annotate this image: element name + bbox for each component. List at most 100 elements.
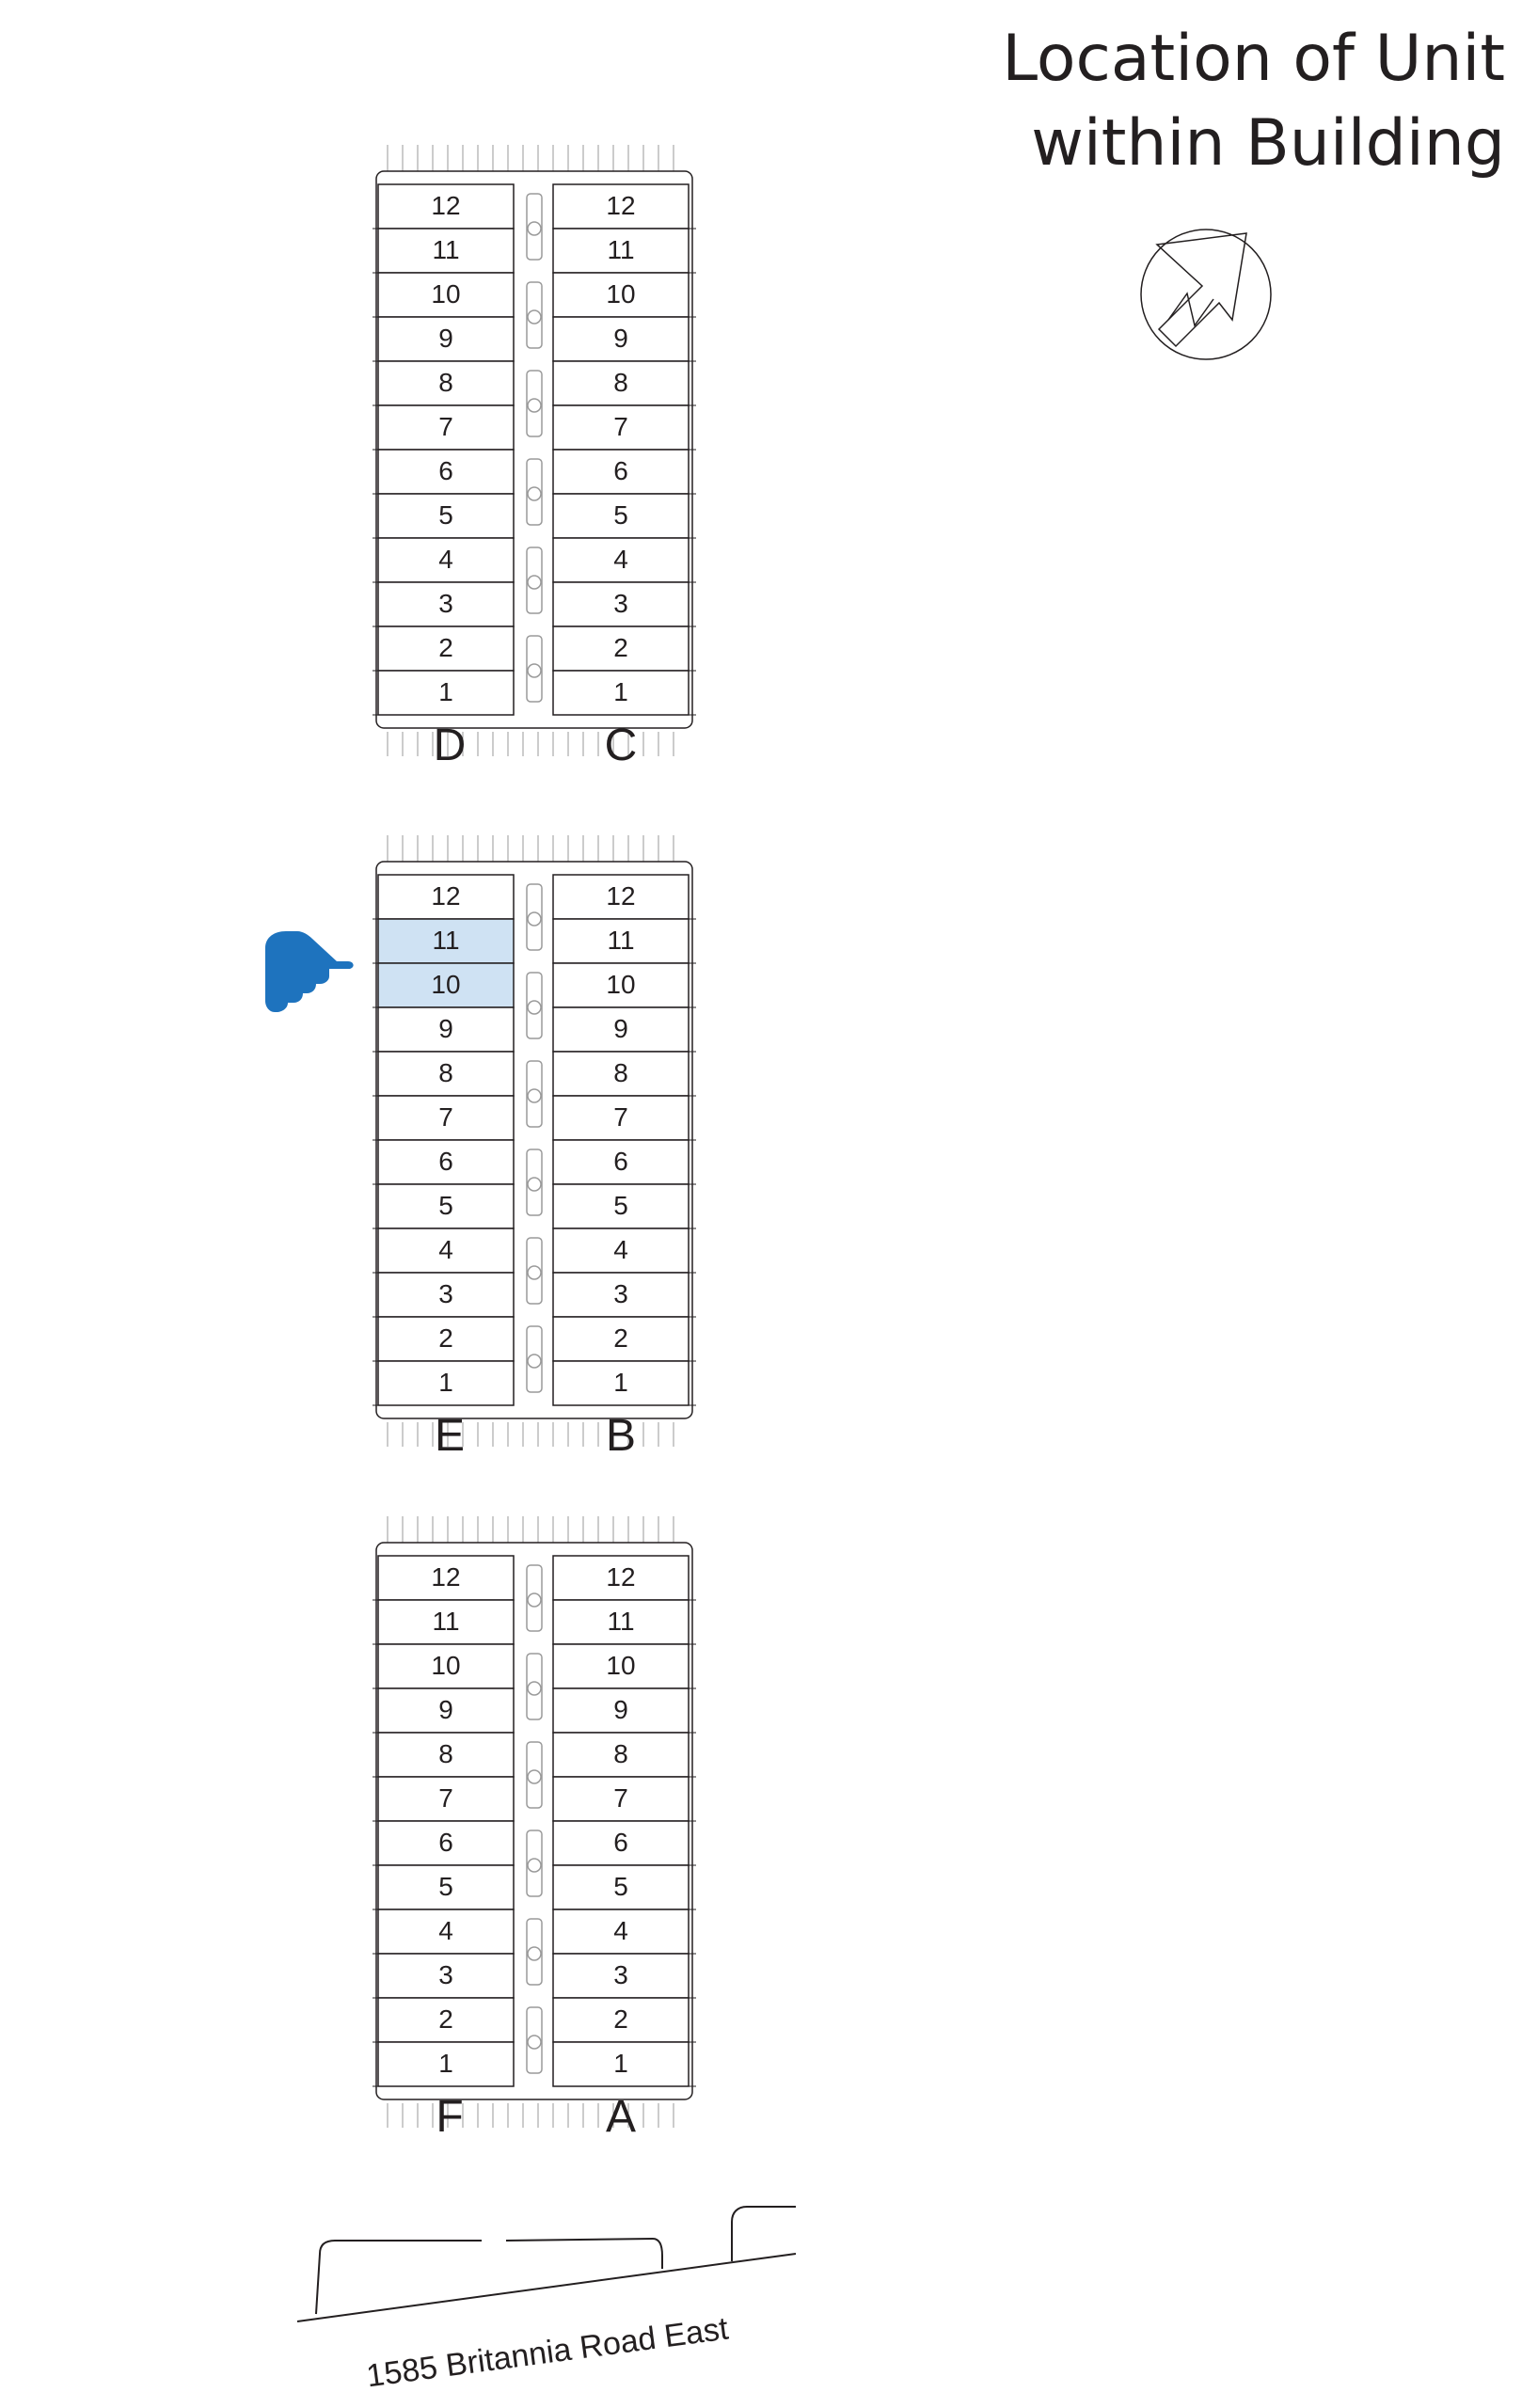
unit-B-7[interactable] xyxy=(552,1095,690,1141)
unit-number: 9 xyxy=(613,324,628,353)
unit-number: 7 xyxy=(438,1783,453,1813)
unit-C-5[interactable] xyxy=(552,493,690,539)
unit-number: 1 xyxy=(438,1368,453,1397)
unit-F-7[interactable] xyxy=(377,1776,515,1822)
unit-B-8[interactable] xyxy=(552,1051,690,1097)
unit-F-8[interactable] xyxy=(377,1732,515,1778)
unit-number: 10 xyxy=(431,970,460,999)
unit-F-3[interactable] xyxy=(377,1953,515,1999)
unit-E-2[interactable] xyxy=(377,1316,515,1362)
corridor-door xyxy=(526,281,543,349)
unit-A-4[interactable] xyxy=(552,1909,690,1955)
unit-B-10[interactable] xyxy=(552,962,690,1008)
unit-C-8[interactable] xyxy=(552,360,690,406)
building-label-right: A xyxy=(606,2092,636,2142)
unit-E-6[interactable] xyxy=(377,1139,515,1185)
unit-A-2[interactable] xyxy=(552,1997,690,2043)
unit-number: 10 xyxy=(431,1651,460,1680)
unit-number: 3 xyxy=(438,589,453,618)
unit-B-5[interactable] xyxy=(552,1183,690,1229)
unit-A-3[interactable] xyxy=(552,1953,690,1999)
unit-number: 8 xyxy=(613,368,628,397)
unit-F-12[interactable] xyxy=(377,1555,515,1601)
unit-number: 6 xyxy=(438,1828,453,1857)
unit-B-2[interactable] xyxy=(552,1316,690,1362)
corridor-light xyxy=(527,911,542,927)
unit-A-1[interactable] xyxy=(552,2041,690,2087)
unit-E-9[interactable] xyxy=(377,1006,515,1053)
unit-A-8[interactable] xyxy=(552,1732,690,1778)
unit-number: 5 xyxy=(438,1872,453,1901)
unit-number: 5 xyxy=(438,1191,453,1220)
unit-B-3[interactable] xyxy=(552,1272,690,1318)
unit-D-10[interactable] xyxy=(377,272,515,318)
unit-E-3[interactable] xyxy=(377,1272,515,1318)
unit-number: 9 xyxy=(438,324,453,353)
unit-D-5[interactable] xyxy=(377,493,515,539)
unit-number: 4 xyxy=(438,1235,453,1264)
unit-A-7[interactable] xyxy=(552,1776,690,1822)
unit-B-12[interactable] xyxy=(552,874,690,920)
corridor-light xyxy=(527,1769,542,1784)
compass-n-mark xyxy=(1167,292,1214,327)
unit-E-4[interactable] xyxy=(377,1228,515,1274)
unit-F-2[interactable] xyxy=(377,1997,515,2043)
unit-A-11[interactable] xyxy=(552,1599,690,1645)
unit-E-11[interactable] xyxy=(377,918,515,964)
unit-C-3[interactable] xyxy=(552,581,690,627)
unit-number: 9 xyxy=(438,1695,453,1724)
unit-A-5[interactable] xyxy=(552,1864,690,1910)
unit-number: 7 xyxy=(613,412,628,441)
unit-number: 11 xyxy=(607,926,634,955)
unit-F-10[interactable] xyxy=(377,1643,515,1689)
unit-number: 12 xyxy=(431,881,460,911)
unit-D-11[interactable] xyxy=(377,228,515,274)
unit-D-6[interactable] xyxy=(377,449,515,495)
unit-number: 7 xyxy=(613,1102,628,1132)
unit-D-12[interactable] xyxy=(377,183,515,230)
unit-number: 7 xyxy=(613,1783,628,1813)
unit-B-6[interactable] xyxy=(552,1139,690,1185)
unit-E-5[interactable] xyxy=(377,1183,515,1229)
unit-A-6[interactable] xyxy=(552,1820,690,1866)
unit-number: 10 xyxy=(606,970,635,999)
unit-D-1[interactable] xyxy=(377,670,515,716)
building-label-left: E xyxy=(435,1411,465,1461)
unit-D-2[interactable] xyxy=(377,626,515,672)
unit-B-9[interactable] xyxy=(552,1006,690,1053)
unit-number: 11 xyxy=(432,926,459,955)
street-curb-line xyxy=(296,2253,797,2322)
unit-F-4[interactable] xyxy=(377,1909,515,1955)
unit-number: 8 xyxy=(613,1739,628,1768)
unit-number: 5 xyxy=(613,1191,628,1220)
unit-F-9[interactable] xyxy=(377,1687,515,1734)
unit-E-1[interactable] xyxy=(377,1360,515,1406)
unit-F-1[interactable] xyxy=(377,2041,515,2087)
unit-number: 7 xyxy=(438,1102,453,1132)
unit-C-9[interactable] xyxy=(552,316,690,362)
unit-B-1[interactable] xyxy=(552,1360,690,1406)
unit-number: 4 xyxy=(613,545,628,574)
unit-C-4[interactable] xyxy=(552,537,690,583)
corridor-door xyxy=(526,370,543,437)
corridor-light xyxy=(527,1858,542,1873)
unit-C-12[interactable] xyxy=(552,183,690,230)
unit-number: 2 xyxy=(613,633,628,662)
unit-C-1[interactable] xyxy=(552,670,690,716)
unit-F-11[interactable] xyxy=(377,1599,515,1645)
unit-number: 6 xyxy=(613,1828,628,1857)
unit-D-9[interactable] xyxy=(377,316,515,362)
unit-A-12[interactable] xyxy=(552,1555,690,1601)
unit-A-10[interactable] xyxy=(552,1643,690,1689)
unit-number: 3 xyxy=(438,1279,453,1308)
corridor-light xyxy=(527,575,542,590)
unit-F-6[interactable] xyxy=(377,1820,515,1866)
unit-B-11[interactable] xyxy=(552,918,690,964)
unit-number: 1 xyxy=(613,1368,628,1397)
unit-E-8[interactable] xyxy=(377,1051,515,1097)
corridor-light xyxy=(527,486,542,501)
unit-C-7[interactable] xyxy=(552,404,690,451)
unit-E-7[interactable] xyxy=(377,1095,515,1141)
title-line-2: within Building xyxy=(1031,106,1505,181)
